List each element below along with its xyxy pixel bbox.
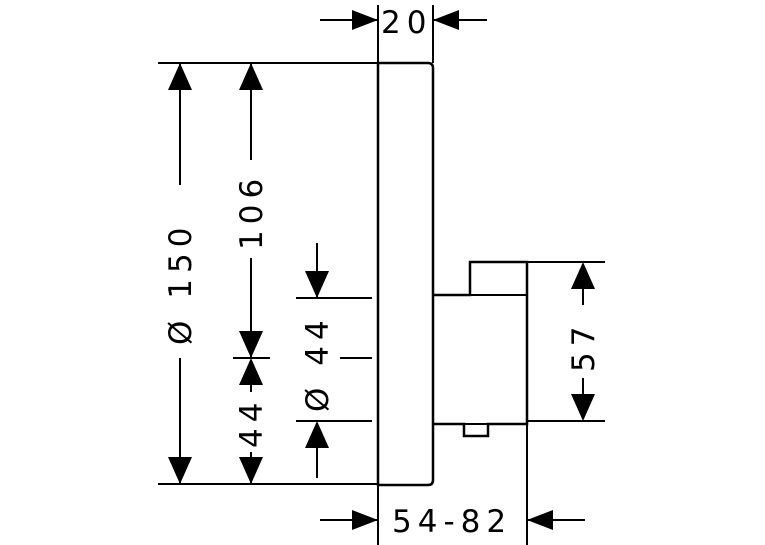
- label-bottom-depth: 54-82: [392, 504, 512, 540]
- dim-right-height: 57: [566, 262, 602, 421]
- label-right-height: 57: [566, 321, 602, 372]
- dim-lower-offset: 44: [234, 358, 270, 484]
- dim-top-width: 20: [320, 5, 487, 41]
- dim-plate-diameter: Ø 150: [163, 63, 199, 484]
- thermostat-body: [433, 260, 529, 438]
- label-lower-offset: 44: [234, 397, 270, 448]
- label-inner-diameter: Ø 44: [300, 314, 336, 412]
- dim-inner-diameter: Ø 44: [300, 243, 336, 478]
- product-outline: [376, 61, 529, 487]
- label-plate-diameter: Ø 150: [163, 222, 199, 345]
- label-top-width: 20: [381, 5, 432, 41]
- dim-bottom-depth: 54-82: [320, 504, 585, 540]
- cover-plate: [376, 61, 435, 487]
- extension-lines: [158, 5, 605, 545]
- label-plate-offset: 106: [234, 173, 270, 250]
- dim-plate-offset: 106: [234, 63, 270, 358]
